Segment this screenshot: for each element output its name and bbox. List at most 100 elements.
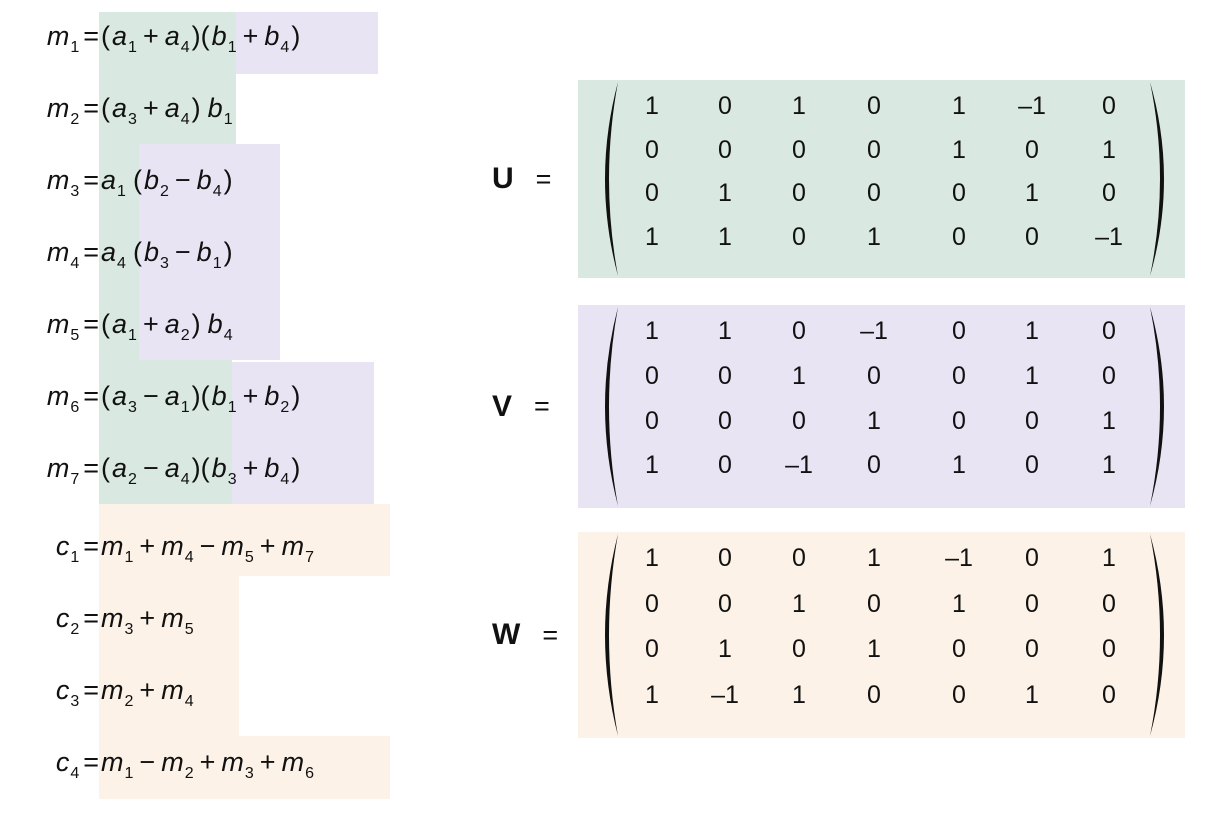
close-paren: ) [291, 380, 301, 411]
equation-lhs: m1= [24, 20, 99, 55]
matrix-W-cell: 0 [1025, 635, 1039, 663]
matrix-V-cell: 1 [1102, 451, 1116, 480]
matrix-W-cell: 0 [952, 680, 966, 709]
matrix-U-cell: 0 [952, 179, 966, 207]
matrix-W-cell: 0 [792, 544, 806, 572]
matrix-U-cell: –1 [1095, 222, 1123, 251]
right-bracket [1150, 534, 1164, 736]
close-paren: ) [223, 236, 233, 267]
equation-rhs: (a1+a4)(b1+b4) [99, 20, 300, 56]
lhs-subscript: 3 [70, 182, 80, 200]
matrix-U-cell: 0 [645, 135, 659, 164]
term-b2: b2 [264, 380, 290, 416]
lhs-subscript: 4 [70, 764, 80, 782]
matrix-V-cell: 1 [718, 317, 732, 345]
operator: − [142, 452, 159, 483]
lhs-variable: c [55, 674, 70, 705]
equals-sign: = [535, 163, 552, 194]
close-paren: ) [191, 92, 201, 123]
equals-sign: = [83, 674, 99, 705]
matrix-name: W [492, 618, 521, 651]
matrix-U-cell: 1 [1025, 179, 1039, 207]
equals-sign: = [534, 391, 550, 421]
term-b4: b4 [207, 308, 233, 344]
equation-m2: m2=(a3+a4)b1 [24, 84, 233, 132]
matrix-V-cell: 0 [645, 361, 659, 390]
operator: + [242, 452, 259, 483]
matrix-U-cell: 0 [1102, 179, 1116, 207]
matrix-W-cell: 0 [718, 544, 732, 572]
equation-lhs: m7= [24, 452, 99, 487]
c-terms-highlight-4 [99, 736, 390, 799]
equation-m5: m5=(a1+a2)b4 [24, 300, 233, 348]
equals-sign: = [83, 746, 99, 777]
equals-sign: = [83, 92, 99, 123]
operator: + [139, 674, 156, 705]
term-a1: a1 [164, 380, 190, 416]
close-paren: ) [191, 308, 201, 339]
term-m1: m1 [101, 746, 134, 782]
lhs-subscript: 1 [70, 548, 80, 566]
term-m5: m5 [221, 530, 254, 566]
term-b1: b1 [211, 20, 237, 56]
equation-m4: m4=a4(b3−b1) [24, 228, 233, 276]
matrix-U-cell: 0 [952, 222, 966, 251]
matrix-U-cell: 0 [792, 179, 806, 207]
term-m4: m4 [161, 530, 194, 566]
equation-rhs: m1+m4−m5+m7 [99, 530, 314, 566]
equation-rhs: a4(b3−b1) [99, 236, 233, 272]
matrix-W-cell: 1 [1102, 544, 1116, 572]
matrix-V-cell: 0 [718, 361, 732, 390]
matrix-W-cell: 1 [867, 544, 881, 572]
matrix-U-cell: 1 [645, 92, 659, 120]
lhs-variable: m [46, 164, 70, 195]
term-m3: m3 [101, 602, 134, 638]
operator: + [142, 92, 159, 123]
matrix-V-cell: 1 [1025, 361, 1039, 390]
open-paren: ( [101, 92, 110, 123]
matrix-U-cell: 0 [645, 179, 659, 207]
matrix-W-cell: 0 [1025, 544, 1039, 572]
equals-sign: = [83, 530, 99, 561]
matrix-V-cell: 0 [867, 361, 881, 390]
equation-lhs: c2= [24, 604, 99, 637]
term-m6: m6 [281, 746, 314, 782]
term-m3: m3 [221, 746, 254, 782]
matrix-U-cell: 1 [952, 135, 966, 164]
close-paren: ) [191, 380, 201, 411]
matrix-label-V: V= [492, 387, 550, 427]
equation-m1: m1=(a1+a4)(b1+b4) [24, 12, 301, 60]
equation-rhs: (a3−a1)(b1+b2) [99, 380, 301, 416]
matrix-W-cell: 1 [718, 635, 732, 663]
open-paren: ( [200, 452, 210, 483]
term-b4: b4 [196, 164, 222, 200]
matrix-W-cell: 0 [952, 635, 966, 663]
term-b1: b1 [196, 236, 222, 272]
b-terms-highlight-top [236, 12, 378, 74]
matrix-W-cell: 1 [792, 680, 806, 709]
operator: − [174, 236, 191, 267]
left-bracket-path [605, 307, 618, 506]
matrix-V-cell: 0 [1102, 361, 1116, 390]
lhs-variable: c [55, 746, 70, 777]
lhs-subscript: 5 [70, 326, 80, 344]
right-bracket [1150, 307, 1164, 506]
open-paren: ( [101, 380, 110, 411]
matrix-U-cell: 0 [867, 179, 881, 207]
equation-c1: c1=m1+m4−m5+m7 [24, 522, 314, 570]
matrix-W-cell: 0 [1025, 589, 1039, 618]
close-paren: ) [191, 20, 201, 51]
open-paren: ( [200, 20, 210, 51]
equals-sign: = [83, 20, 99, 51]
matrix-V-cell: 1 [867, 406, 881, 435]
equation-m3: m3=a1(b2−b4) [24, 156, 233, 204]
lhs-variable: m [46, 452, 70, 483]
term-m7: m7 [281, 530, 314, 566]
matrix-U-cell: 0 [718, 135, 732, 164]
term-b4: b4 [264, 452, 290, 488]
term-a1: a1 [101, 164, 126, 200]
matrix-label-U: U= [492, 159, 551, 199]
matrix-W-cell: –1 [945, 544, 973, 572]
b-terms-highlight-mid [139, 144, 280, 360]
matrix-U-cell: 0 [1025, 222, 1039, 251]
